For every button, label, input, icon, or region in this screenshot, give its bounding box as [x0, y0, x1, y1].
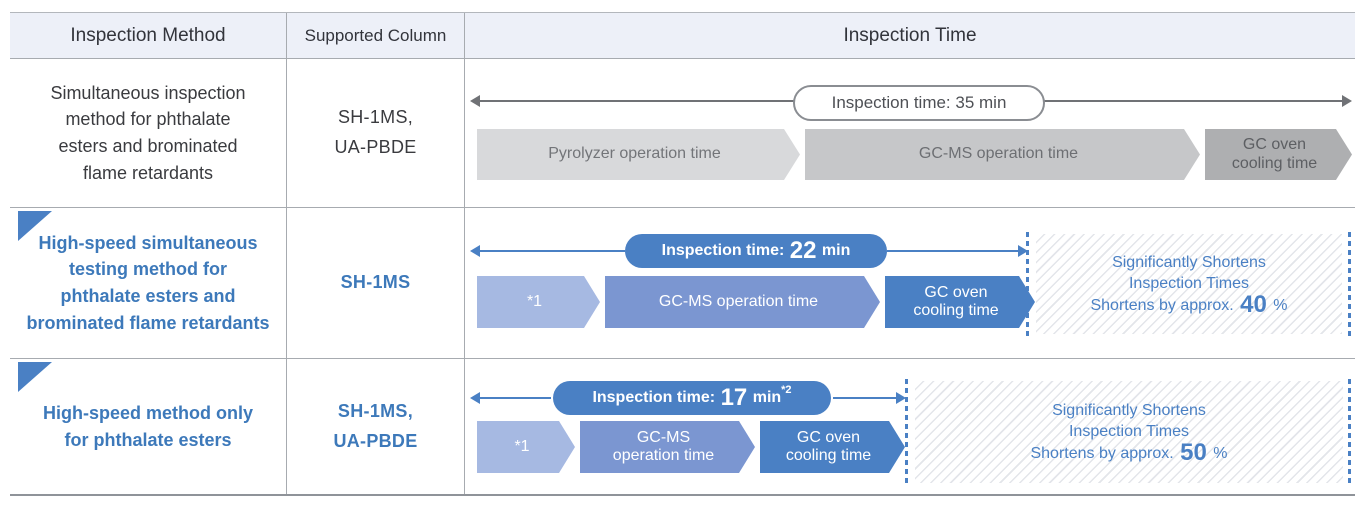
note-prefix: Shortens by approx.	[1090, 297, 1239, 314]
inspection-time-pill: Inspection time: 17 min*2	[553, 381, 831, 415]
timeline-segments: Pyrolyzer operation time GC-MS operation…	[477, 129, 1352, 180]
segment-chevron: Pyrolyzer operation time	[477, 129, 800, 180]
pill-footnote: *2	[781, 384, 792, 396]
note-line: Shortens by approx. 50 %	[1030, 439, 1228, 466]
dashed-boundary	[1026, 232, 1029, 336]
supported-column-text: SH-1MS, UA-PBDE	[333, 400, 418, 451]
method-cell: Simultaneous inspection method for phtha…	[10, 59, 287, 207]
pill-prefix: Inspection time:	[661, 242, 789, 259]
note-line: Inspection Times	[1128, 275, 1250, 292]
note-value: 40	[1240, 291, 1267, 318]
note-line: Significantly Shortens	[1052, 402, 1206, 419]
note-line: Shortens by approx. 40 %	[1090, 291, 1288, 318]
left-arrow	[479, 250, 625, 252]
header-supported-column: Supported Column	[287, 13, 465, 58]
dashed-boundary	[1348, 379, 1351, 485]
pill-value: 17	[720, 384, 748, 411]
method-text: High-speed simultaneous testing method f…	[26, 232, 270, 333]
pill-prefix: Inspection time:	[592, 389, 720, 406]
note-value: 50	[1180, 439, 1207, 466]
timeline-cell: Inspection time: 35 min Pyrolyzer operat…	[465, 59, 1355, 207]
method-cell: High-speed simultaneous testing method f…	[10, 208, 287, 358]
supported-column-text: SH-1MS	[340, 272, 411, 293]
note-unit: %	[1268, 297, 1288, 314]
timeline-cell: Inspection time: 22 min *1 GC-MS operati…	[465, 208, 1355, 358]
pill-unit: min	[748, 389, 782, 406]
table-header-row: Inspection Method Supported Column Inspe…	[10, 13, 1355, 59]
segment-chevron: GC oven cooling time	[760, 421, 905, 473]
left-arrow	[479, 397, 551, 399]
note-unit: %	[1208, 445, 1228, 462]
method-text: Simultaneous inspection method for phtha…	[50, 82, 246, 183]
dashed-boundary	[905, 379, 908, 485]
pill-unit: min	[817, 242, 851, 259]
supported-column-cell: SH-1MS	[287, 208, 465, 358]
shortening-note: Significantly Shortens Inspection Times …	[1036, 234, 1342, 334]
shortening-note: Significantly Shortens Inspection Times …	[915, 381, 1343, 483]
table-row-highspeed-simultaneous: High-speed simultaneous testing method f…	[10, 208, 1355, 359]
inspection-time-pill: Inspection time: 22 min	[625, 234, 887, 268]
header-inspection-method: Inspection Method	[10, 13, 287, 58]
right-arrow	[887, 250, 1019, 252]
table-row-standard-method: Simultaneous inspection method for phtha…	[10, 59, 1355, 208]
right-arrow	[833, 397, 897, 399]
segment-chevron: GC-MS operation time	[580, 421, 755, 473]
comparison-table: Inspection Method Supported Column Inspe…	[10, 12, 1355, 496]
timeline-cell: Inspection time: 17 min*2 *1 GC-MS opera…	[465, 359, 1355, 494]
note-line: Inspection Times	[1068, 423, 1190, 440]
timeline-segments: *1 GC-MS operation time GC oven cooling …	[477, 421, 905, 473]
method-cell: High-speed method only for phthalate est…	[10, 359, 287, 494]
segment-chevron: GC-MS operation time	[805, 129, 1200, 180]
timeline-segments: *1 GC-MS operation time GC oven cooling …	[477, 276, 1035, 328]
inspection-time-pill: Inspection time: 35 min	[793, 85, 1045, 121]
pill-value: 22	[789, 237, 817, 264]
highlight-corner-marker	[18, 362, 52, 392]
note-prefix: Shortens by approx.	[1030, 445, 1179, 462]
supported-column-cell: SH-1MS, UA-PBDE	[287, 359, 465, 494]
segment-chevron: *1	[477, 421, 575, 473]
dashed-boundary	[1348, 232, 1351, 336]
header-inspection-time: Inspection Time	[843, 24, 977, 46]
segment-chevron: *1	[477, 276, 600, 328]
segment-chevron: GC oven cooling time	[885, 276, 1035, 328]
supported-column-cell: SH-1MS, UA-PBDE	[287, 59, 465, 207]
segment-chevron: GC oven cooling time	[1205, 129, 1352, 180]
note-line: Significantly Shortens	[1112, 254, 1266, 271]
method-text: High-speed method only for phthalate est…	[42, 402, 253, 450]
supported-column-text: SH-1MS, UA-PBDE	[334, 107, 417, 157]
table-row-highspeed-phthalate-only: High-speed method only for phthalate est…	[10, 359, 1355, 494]
segment-chevron: GC-MS operation time	[605, 276, 880, 328]
